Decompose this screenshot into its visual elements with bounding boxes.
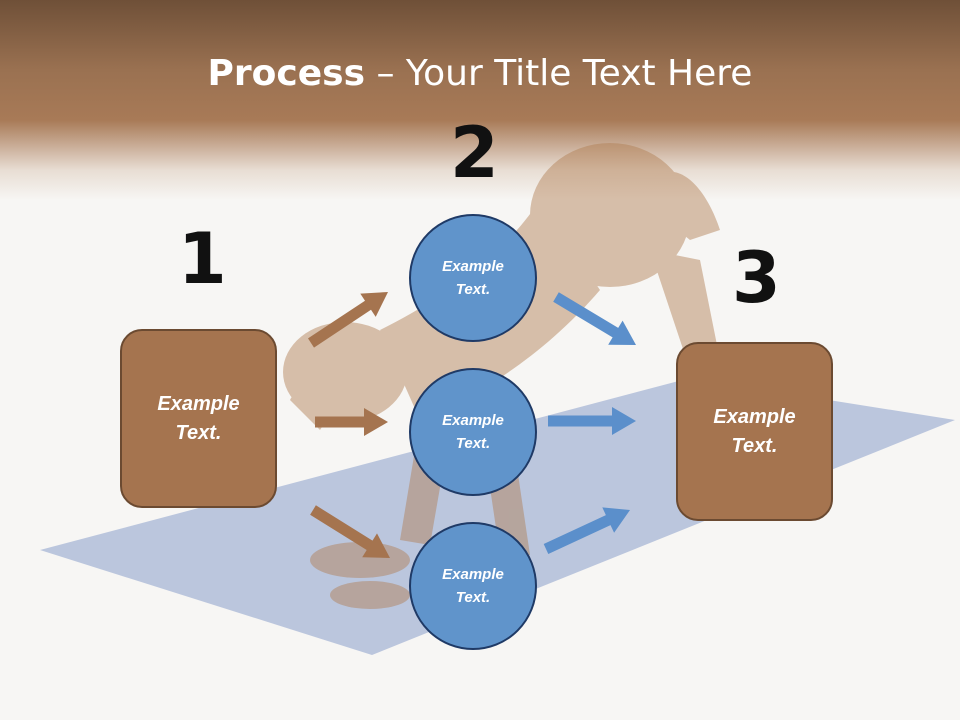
step-2-circle-bottom: Example Text. (409, 522, 537, 650)
arrow-1-to-2-middle (315, 408, 388, 436)
arrow-2-middle-to-3 (548, 407, 636, 435)
step-2-circle-middle: Example Text. (409, 368, 537, 496)
arrow-2-top-to-3 (553, 292, 636, 345)
arrow-2-bottom-to-3 (543, 507, 630, 554)
step-2-circle-top: Example Text. (409, 214, 537, 342)
step-2-top-text: Example Text. (442, 258, 504, 298)
arrow-1-to-2-bottom (310, 505, 390, 558)
step-2-bottom-text: Example Text. (442, 566, 504, 606)
step-number-3: 3 (732, 237, 781, 319)
step-2-middle-text: Example Text. (442, 412, 504, 452)
title-rest: – Your Title Text Here (365, 53, 753, 94)
header-band (0, 0, 960, 200)
step-1-box: Example Text. (120, 329, 277, 508)
step-1-text: Example Text. (157, 392, 240, 444)
title-bold: Process (207, 53, 366, 94)
step-number-2: 2 (450, 112, 499, 194)
step-3-text: Example Text. (713, 405, 796, 457)
arrow-1-to-2-top (308, 292, 388, 348)
step-3-box: Example Text. (676, 342, 833, 521)
step-number-1: 1 (178, 218, 227, 300)
slide-title: Process – Your Title Text Here (0, 52, 960, 96)
